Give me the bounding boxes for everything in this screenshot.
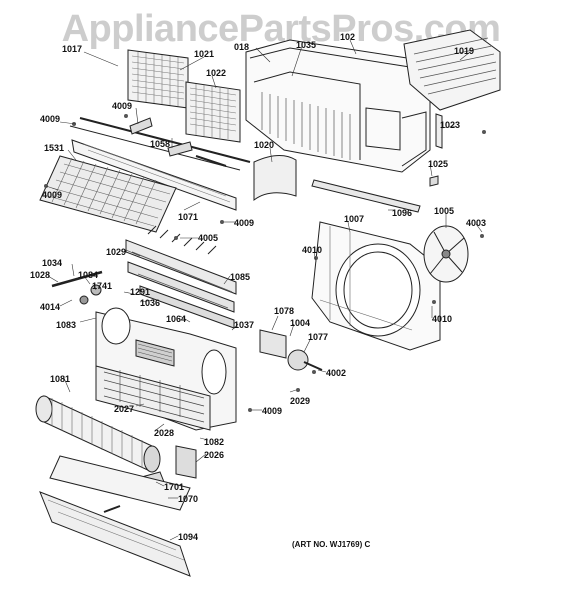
label-1023: 1023: [440, 120, 461, 130]
label-1064: 1064: [166, 314, 187, 324]
label-1085: 1085: [230, 272, 251, 282]
label-1081: 1081: [50, 374, 71, 384]
label-1007: 1007: [344, 214, 365, 224]
label-1083: 1083: [56, 320, 77, 330]
label-1022: 1022: [206, 68, 227, 78]
label-1094: 1094: [178, 532, 199, 542]
label-4009-a: 4009: [40, 114, 61, 124]
label-1029: 1029: [106, 247, 127, 257]
fan-1005: [423, 225, 469, 283]
label-1741: 1741: [92, 281, 113, 291]
label-1025: 1025: [428, 159, 449, 169]
blower-wheel-1081: [35, 395, 161, 473]
label-1037: 1037: [234, 320, 255, 330]
art-number: (ART NO. WJ1769) C: [292, 540, 371, 549]
label-1058: 1058: [150, 139, 171, 149]
label-1021: 1021: [194, 49, 215, 59]
discharge-grille-1019: [403, 29, 501, 111]
label-4010-a: 4010: [302, 245, 323, 255]
label-1531: 1531: [44, 143, 65, 153]
label-1084: 1084: [78, 270, 99, 280]
label-2028: 2028: [154, 428, 175, 438]
label-1070: 1070: [178, 494, 199, 504]
label-4009-d: 4009: [234, 218, 255, 228]
drain-pan-1094: [39, 491, 191, 577]
label-4009-c: 4009: [42, 190, 63, 200]
filter-1021: [127, 49, 189, 109]
label-4009-e: 4009: [262, 406, 283, 416]
label-1034: 1034: [42, 258, 63, 268]
label-1028: 1028: [30, 270, 51, 280]
label-1082: 1082: [204, 437, 225, 447]
label-1019: 1019: [454, 46, 475, 56]
label-1004: 1004: [290, 318, 311, 328]
label-1096: 1096: [392, 208, 413, 218]
label-2029: 2029: [290, 396, 311, 406]
label-1077: 1077: [308, 332, 329, 342]
label-018: 018: [234, 42, 250, 52]
label-1071: 1071: [178, 212, 199, 222]
coil-assembly: [125, 225, 237, 329]
label-1035: 1035: [296, 40, 317, 50]
coil-grid: [95, 365, 211, 431]
label-1005: 1005: [434, 206, 455, 216]
label-1291: 1291: [130, 287, 151, 297]
label-1078: 1078: [274, 306, 295, 316]
label-4014: 4014: [40, 302, 61, 312]
air-filter-1531: [39, 155, 177, 233]
label-102: 102: [340, 32, 356, 42]
label-4005: 4005: [198, 233, 219, 243]
front-cabinet-018: [245, 39, 431, 173]
label-2027: 2027: [114, 404, 135, 414]
filter-1022: [185, 81, 241, 143]
label-4009-b: 4009: [112, 101, 133, 111]
label-4003: 4003: [466, 218, 487, 228]
label-1017: 1017: [62, 44, 83, 54]
label-4002: 4002: [326, 368, 347, 378]
label-1020: 1020: [254, 140, 275, 150]
label-1036: 1036: [140, 298, 161, 308]
label-1701: 1701: [164, 482, 185, 492]
label-4010-b: 4010: [432, 314, 453, 324]
label-2026: 2026: [204, 450, 225, 460]
shroud-1007: [311, 221, 441, 351]
